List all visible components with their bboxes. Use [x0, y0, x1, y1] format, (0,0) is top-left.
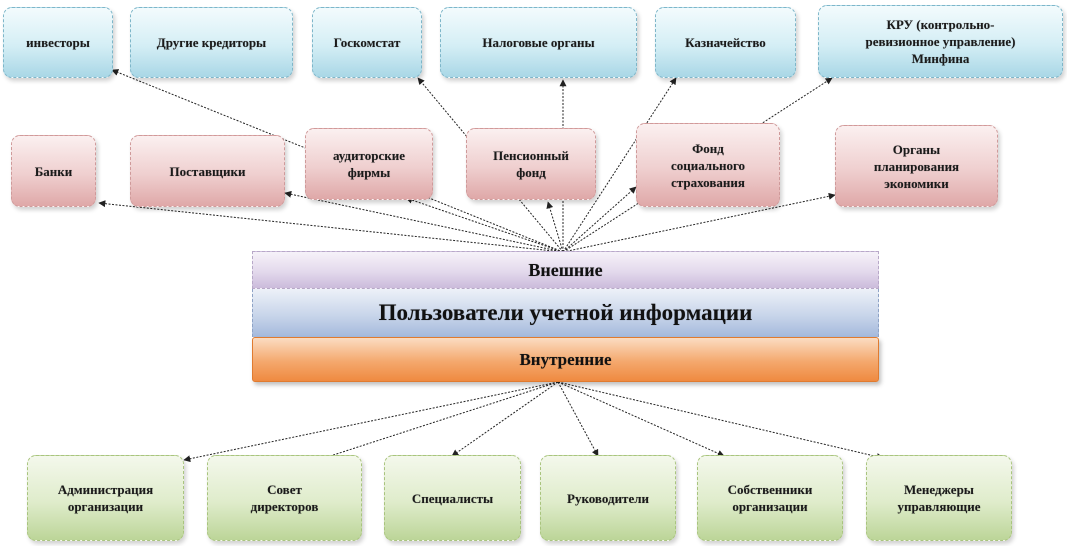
node-label: Налоговые органы — [482, 35, 595, 50]
node-managers: Менеджеры управляющие — [866, 455, 1012, 541]
node-org-owners: Собственники организации — [697, 455, 843, 541]
node-banks: Банки — [11, 135, 96, 207]
arrow-to-banks — [98, 200, 564, 253]
internal-label: Внутренние — [519, 349, 612, 369]
node-label: Менеджеры управляющие — [897, 482, 981, 514]
arrow-to-social-insurance-fund — [562, 186, 637, 253]
node-label: Собственники организации — [727, 482, 813, 514]
node-label: Администрация организации — [57, 482, 154, 514]
node-specialists: Специалисты — [384, 455, 521, 541]
node-org-administration: Администрация организации — [27, 455, 184, 541]
arrow-to-audit-firms — [405, 196, 564, 253]
external-users-band: Внешние — [252, 251, 879, 289]
arrow-to-suppliers — [284, 190, 564, 253]
main-title-band: Пользователи учетной информации — [252, 289, 879, 337]
node-suppliers: Поставщики — [130, 135, 285, 207]
node-pension-fund: Пенсионный фонд — [466, 128, 596, 200]
arrow-to-org-administration — [183, 381, 559, 463]
arrow-to-treasury — [562, 77, 677, 253]
arrow-to-managers — [557, 381, 884, 460]
node-label: Банки — [34, 163, 73, 179]
node-social-insurance-fund: Фонд социального страхования — [636, 123, 780, 207]
node-label: Казначейство — [685, 35, 766, 50]
node-label: Специалисты — [411, 490, 494, 506]
node-label: Совет директоров — [250, 482, 319, 514]
node-board-of-directors: Совет директоров — [207, 455, 362, 541]
node-economic-planning: Органы планирования экономики — [835, 125, 998, 207]
node-label: КРУ (контрольно- ревизионное управление)… — [865, 17, 1016, 66]
node-label: Поставщики — [169, 163, 246, 179]
node-kru-minfin: КРУ (контрольно- ревизионное управление)… — [818, 5, 1063, 78]
node-goskomstat: Госкомстат — [312, 7, 422, 78]
arrow-to-specialists — [451, 381, 559, 457]
node-label: Госкомстат — [333, 35, 401, 50]
arrow-to-pension-fund — [546, 201, 564, 253]
node-audit-firms: аудиторские фирмы — [305, 128, 433, 200]
node-label: инвесторы — [26, 35, 90, 50]
node-label: Органы планирования экономики — [873, 141, 960, 191]
node-label: Фонд социального страхования — [670, 140, 746, 190]
node-treasury: Казначейство — [655, 7, 796, 78]
arrow-to-kru-minfin — [562, 77, 833, 253]
node-label: аудиторские фирмы — [332, 148, 406, 180]
external-label: Внешние — [528, 259, 603, 280]
arrow-to-org-owners — [557, 381, 725, 457]
node-investors: инвесторы — [3, 7, 113, 78]
node-label: Другие кредиторы — [156, 35, 267, 50]
internal-users-band: Внутренние — [252, 337, 879, 382]
node-label: Руководители — [567, 490, 649, 506]
diagram-title: Пользователи учетной информации — [378, 300, 753, 325]
node-label: Пенсионный фонд — [493, 148, 569, 180]
arrow-to-heads — [557, 381, 599, 457]
node-tax-authorities: Налоговые органы — [440, 7, 637, 78]
arrow-to-economic-planning — [562, 192, 836, 253]
node-heads: Руководители — [540, 455, 676, 541]
arrow-to-board-of-directors — [317, 381, 559, 462]
node-other-creditors: Другие кредиторы — [130, 7, 293, 78]
